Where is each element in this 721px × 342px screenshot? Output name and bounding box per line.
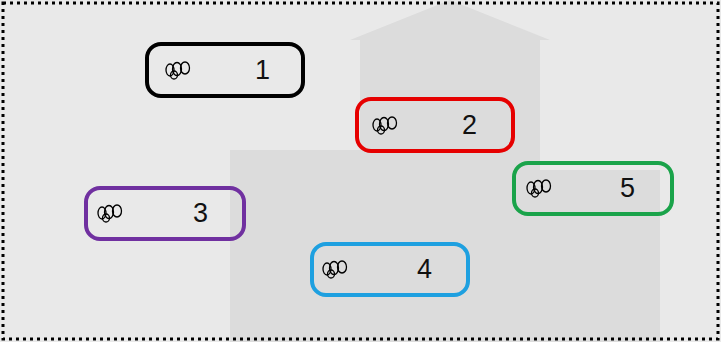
group-number: 4 bbox=[417, 256, 432, 283]
group-number: 5 bbox=[620, 175, 635, 202]
group-icon bbox=[98, 205, 122, 222]
group-box: 1 bbox=[145, 42, 305, 98]
group-number: 3 bbox=[193, 200, 208, 227]
group-icon bbox=[166, 62, 190, 79]
dotted-frame bbox=[3, 3, 718, 339]
group-icon bbox=[527, 180, 551, 197]
group-box: 2 bbox=[355, 97, 515, 153]
group-number: 2 bbox=[462, 112, 477, 139]
group-box: 3 bbox=[84, 186, 246, 241]
group-icon bbox=[323, 261, 347, 278]
group-number: 1 bbox=[255, 57, 270, 84]
group-box: 5 bbox=[512, 161, 674, 216]
group-icon bbox=[373, 117, 397, 134]
group-box: 4 bbox=[310, 242, 470, 297]
building-watermark bbox=[230, 0, 660, 342]
